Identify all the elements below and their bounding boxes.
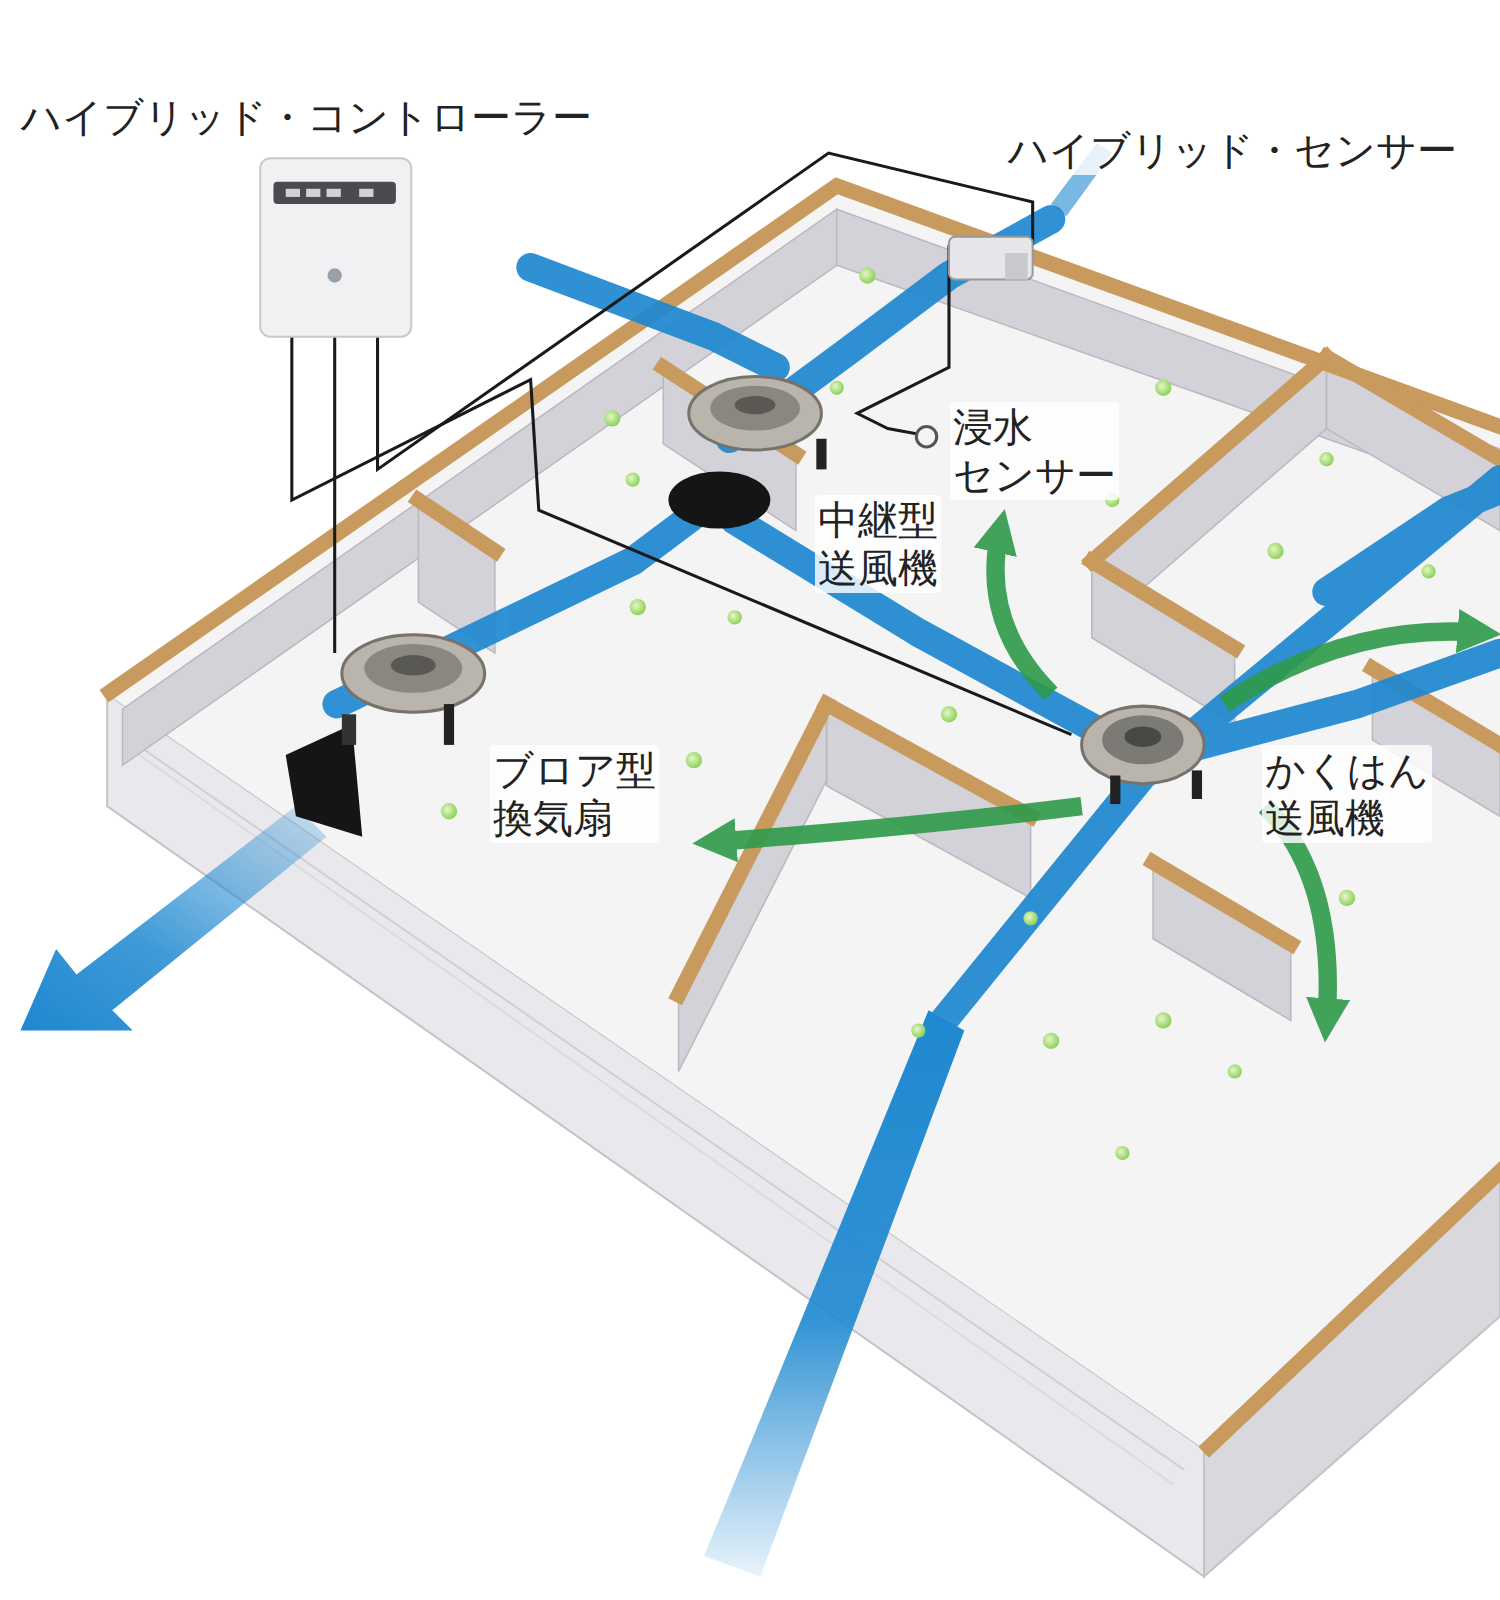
flood-sensor-label: 浸水 センサー [950,402,1119,500]
controller-label: ハイブリッド・コントローラー [18,92,595,142]
stirring-fan-label: かくはん 送風機 [1262,745,1432,843]
relay-fan-label: 中継型 送風機 [815,495,941,593]
sensor-label: ハイブリッド・センサー [1005,125,1460,175]
blower-fan-label: ブロア型 換気扇 [490,745,659,843]
